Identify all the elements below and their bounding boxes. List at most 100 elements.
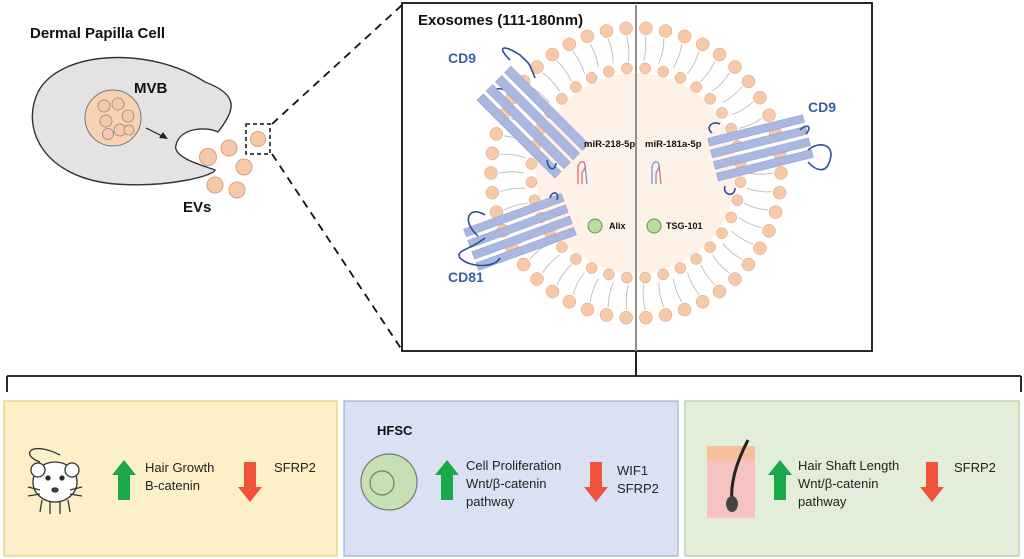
lipid-head bbox=[570, 253, 582, 265]
lipid-tail bbox=[712, 72, 730, 92]
lipid-tail bbox=[673, 43, 683, 68]
lipid-tail bbox=[687, 51, 700, 74]
cd81-protein bbox=[458, 192, 577, 271]
lipid-head bbox=[731, 194, 744, 206]
alix-marker bbox=[587, 218, 603, 234]
lipid-head bbox=[639, 21, 653, 36]
lipid-head bbox=[621, 62, 633, 75]
lipid-tail bbox=[712, 254, 730, 274]
lipid-head bbox=[690, 253, 702, 265]
lipid-tail bbox=[747, 172, 774, 175]
cd81-label: CD81 bbox=[448, 269, 484, 285]
lipid-head bbox=[753, 90, 767, 105]
lipid-tail bbox=[607, 282, 614, 308]
lipid-head bbox=[525, 158, 538, 170]
lipid-head bbox=[525, 176, 538, 188]
mirna-right-label: miR-181a-5p bbox=[645, 139, 702, 150]
lipid-head bbox=[695, 294, 710, 309]
lipid-head bbox=[716, 227, 728, 239]
lipid-tail bbox=[542, 72, 560, 92]
lipid-head bbox=[545, 284, 560, 299]
lipid-head bbox=[712, 47, 727, 62]
lipid-head bbox=[639, 62, 651, 75]
lipid-head bbox=[716, 107, 728, 119]
lipid-head bbox=[619, 310, 633, 325]
lipid-head bbox=[599, 308, 614, 322]
release-arrow bbox=[145, 127, 168, 139]
cd9-right-label: CD9 bbox=[808, 99, 836, 115]
lipid-tail bbox=[625, 284, 629, 310]
lipid-head bbox=[562, 294, 577, 309]
lipid-head bbox=[585, 72, 598, 84]
lipid-tail bbox=[589, 278, 599, 303]
alix-label: Alix bbox=[609, 221, 626, 231]
evs-label: EVs bbox=[183, 199, 211, 216]
lipid-tail bbox=[556, 60, 572, 82]
lipid-head bbox=[741, 74, 756, 89]
panel-hfsc-up-text: Cell Proliferation Wnt/β-catenin pathway bbox=[466, 458, 565, 509]
lipid-head bbox=[580, 302, 595, 317]
mirna-hairpin-icon bbox=[651, 161, 662, 185]
extracellular-vesicles bbox=[199, 139, 253, 199]
lipid-head bbox=[772, 185, 787, 200]
up-arrow-icon bbox=[435, 460, 459, 500]
lipid-head bbox=[734, 176, 747, 188]
lipid-tail bbox=[500, 187, 526, 193]
lipid-tail bbox=[658, 282, 665, 308]
lipid-tail bbox=[731, 101, 754, 116]
lipid-head bbox=[639, 310, 653, 325]
mirna-left-label: miR-218-5p bbox=[584, 139, 635, 150]
lipid-tail bbox=[738, 217, 762, 229]
mirna-hairpin-icon bbox=[577, 161, 588, 185]
lipid-tail bbox=[700, 60, 716, 82]
lipid-head bbox=[762, 224, 776, 238]
lipid-head bbox=[690, 81, 702, 93]
lipid-head bbox=[728, 60, 742, 74]
lipid-tail bbox=[722, 243, 743, 260]
lipid-head bbox=[725, 211, 737, 224]
lipid-tail bbox=[542, 254, 560, 274]
cd9-left-protein bbox=[476, 47, 590, 179]
lipid-head bbox=[657, 65, 669, 78]
down-arrow-icon bbox=[920, 462, 944, 502]
panel-mouse-down-text: SFRP2 bbox=[274, 460, 316, 475]
lipid-head bbox=[603, 65, 615, 78]
lipid-head bbox=[762, 108, 776, 122]
panel-hair-up-text: Hair Shaft Length Wnt/β-catenin pathway bbox=[798, 458, 903, 509]
lipid-head bbox=[753, 241, 767, 256]
lipid-head bbox=[484, 166, 498, 180]
lipid-tail bbox=[658, 38, 665, 64]
cell-title: Dermal Papilla Cell bbox=[30, 25, 165, 42]
lipid-tail bbox=[643, 36, 647, 62]
lipid-tail bbox=[498, 171, 525, 174]
lipid-head bbox=[674, 72, 687, 84]
lipid-tail bbox=[503, 202, 529, 211]
hair-follicle-icon bbox=[707, 439, 755, 518]
lipid-tail bbox=[626, 36, 630, 62]
lipid-tail bbox=[500, 153, 526, 159]
tsg101-label: TSG-101 bbox=[666, 221, 703, 231]
exosome-title: Exosomes (111-180nm) bbox=[418, 12, 583, 29]
lipid-tail bbox=[731, 230, 754, 245]
lipid-head bbox=[658, 308, 673, 322]
lipid-head bbox=[489, 127, 504, 141]
lipid-head bbox=[545, 47, 560, 62]
lipid-head bbox=[556, 241, 568, 253]
lipid-tail bbox=[642, 284, 646, 310]
lipid-head bbox=[768, 205, 783, 219]
lipid-head bbox=[677, 29, 692, 44]
panel-hfsc-heading: HFSC bbox=[377, 423, 413, 438]
lipid-tail bbox=[722, 86, 743, 103]
mouse-icon bbox=[27, 447, 83, 514]
lipid-head bbox=[704, 241, 716, 253]
mvb-vesicles bbox=[97, 97, 135, 140]
down-arrow-icon bbox=[238, 462, 262, 502]
lipid-head bbox=[741, 257, 756, 272]
lipid-tail bbox=[589, 43, 599, 68]
panel-hair-down-text: SFRP2 bbox=[954, 460, 996, 475]
lipid-head bbox=[570, 81, 582, 93]
lipid-head bbox=[619, 21, 633, 36]
lipid-head bbox=[658, 24, 673, 38]
lipid-head bbox=[585, 262, 598, 274]
panel-hfsc-down-text: WIF1 SFRP2 bbox=[617, 463, 659, 496]
